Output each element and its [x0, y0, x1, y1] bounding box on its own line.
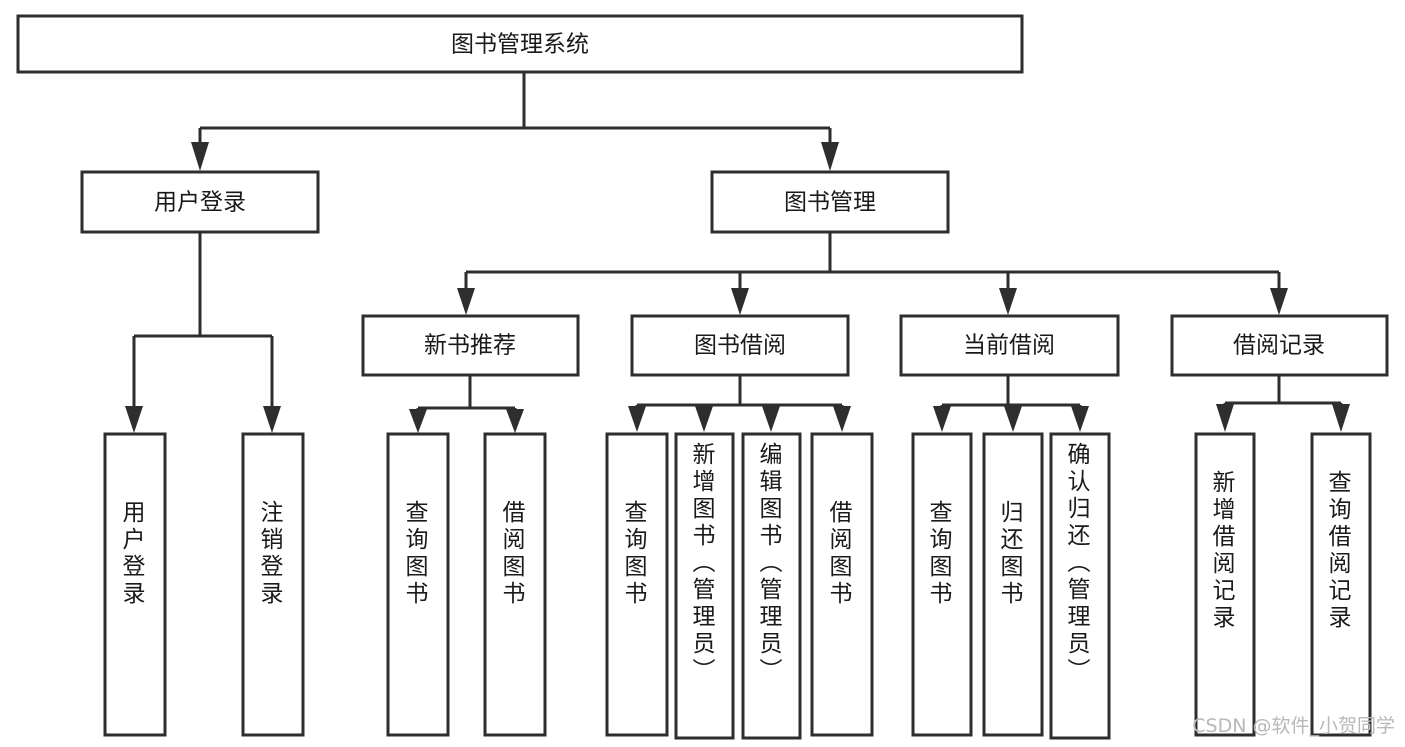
node-leaf-confirm-return-label: 确认归还︵管理员︶ — [1068, 442, 1091, 684]
arrow-head-book-borrow — [731, 288, 749, 315]
node-leaf-confirm-return-box[interactable] — [1049, 432, 1111, 740]
node-root[interactable]: 图书管理系统 — [16, 14, 1024, 74]
arrow-head-leaf-query-book-cur — [933, 406, 951, 432]
arrow-head-leaf-add-book — [695, 406, 713, 432]
node-leaf-query-book-borrow-box[interactable] — [605, 432, 669, 737]
node-leaf-user-logout[interactable]: 注销登录 — [241, 432, 305, 737]
node-borrow-record-label: 借阅记录 — [1233, 333, 1325, 359]
arrow-head-leaf-return-book — [1004, 406, 1022, 432]
node-leaf-user-login-label: 用户登录 — [123, 500, 146, 607]
node-book-manage[interactable]: 图书管理 — [710, 170, 950, 234]
arrow-head-leaf-query-book-borrow — [628, 406, 646, 432]
node-borrow-record[interactable]: 借阅记录 — [1170, 314, 1389, 377]
node-leaf-query-record[interactable]: 查询借阅记录 — [1310, 432, 1372, 737]
node-borrow-record-box[interactable] — [1170, 314, 1389, 377]
node-current-borrow-label: 当前借阅 — [963, 333, 1055, 359]
node-leaf-user-login-box[interactable] — [103, 432, 167, 737]
node-leaf-borrow-book-rec-label: 借阅图书 — [503, 500, 526, 607]
node-user-login-label: 用户登录 — [154, 190, 246, 216]
node-leaf-query-record-box[interactable] — [1310, 432, 1372, 737]
node-leaf-borrow-book-rec[interactable]: 借阅图书 — [483, 432, 547, 737]
node-leaf-query-record-label: 查询借阅记录 — [1329, 470, 1352, 631]
node-leaf-add-book-box[interactable] — [674, 432, 735, 740]
node-leaf-edit-book[interactable]: 编辑图书︵管理员︶ — [741, 432, 802, 740]
csdn-watermark: CSDN @软件_小贺同学 — [1192, 715, 1395, 737]
node-new-book-rec-label: 新书推荐 — [424, 333, 516, 359]
arrow-head-leaf-borrow-book — [833, 406, 851, 432]
node-root-box[interactable] — [16, 14, 1024, 74]
node-leaf-borrow-book-rec-box[interactable] — [483, 432, 547, 737]
node-leaf-user-login[interactable]: 用户登录 — [103, 432, 167, 737]
node-leaf-return-book-box[interactable] — [982, 432, 1044, 737]
arrow-head-leaf-query-book-rec — [409, 409, 427, 433]
node-book-borrow-box[interactable] — [630, 314, 850, 377]
connector-layer — [125, 72, 1350, 433]
arrow-head-new-book-rec — [457, 288, 475, 315]
node-leaf-borrow-book-label: 借阅图书 — [830, 500, 853, 607]
node-new-book-rec[interactable]: 新书推荐 — [361, 314, 580, 377]
node-leaf-query-book-cur[interactable]: 查询图书 — [911, 432, 973, 737]
arrow-head-book-manage — [821, 142, 839, 171]
node-book-manage-box[interactable] — [710, 170, 950, 234]
node-leaf-query-book-borrow-label: 查询图书 — [625, 500, 648, 607]
node-leaf-return-book-label: 归还图书 — [1001, 500, 1024, 607]
arrow-head-leaf-user-login — [125, 406, 143, 433]
node-leaf-add-record-box[interactable] — [1194, 432, 1256, 737]
node-current-borrow[interactable]: 当前借阅 — [899, 314, 1120, 377]
node-leaf-add-record-label: 新增借阅记录 — [1213, 470, 1236, 631]
node-root-label: 图书管理系统 — [451, 32, 589, 58]
node-book-manage-label: 图书管理 — [784, 190, 876, 216]
node-leaf-borrow-book[interactable]: 借阅图书 — [810, 432, 874, 737]
node-book-borrow-label: 图书借阅 — [694, 333, 786, 359]
node-leaf-query-book-rec-box[interactable] — [386, 432, 450, 737]
node-leaf-user-logout-label: 注销登录 — [261, 500, 284, 607]
node-leaf-edit-book-label: 编辑图书︵管理员︶ — [760, 442, 783, 684]
arrow-head-leaf-edit-book — [762, 406, 780, 432]
node-leaf-confirm-return[interactable]: 确认归还︵管理员︶ — [1049, 432, 1111, 740]
node-leaf-query-book-borrow[interactable]: 查询图书 — [605, 432, 669, 737]
node-leaf-query-book-cur-label: 查询图书 — [930, 500, 953, 607]
node-leaf-query-book-rec-label: 查询图书 — [406, 500, 429, 607]
node-current-borrow-box[interactable] — [899, 314, 1120, 377]
node-leaf-add-book[interactable]: 新增图书︵管理员︶ — [674, 432, 735, 740]
arrow-head-current-borrow — [999, 288, 1017, 315]
arrow-head-borrow-record — [1270, 288, 1288, 315]
arrow-head-leaf-borrow-book-rec — [506, 409, 524, 433]
node-new-book-rec-box[interactable] — [361, 314, 580, 377]
arrow-head-user-login — [191, 142, 209, 171]
node-user-login-box[interactable] — [80, 170, 320, 234]
node-user-login[interactable]: 用户登录 — [80, 170, 320, 234]
node-leaf-query-book-rec[interactable]: 查询图书 — [386, 432, 450, 737]
node-leaf-add-record[interactable]: 新增借阅记录 — [1194, 432, 1256, 737]
node-leaf-edit-book-box[interactable] — [741, 432, 802, 740]
node-leaf-borrow-book-box[interactable] — [810, 432, 874, 737]
node-book-borrow[interactable]: 图书借阅 — [630, 314, 850, 377]
arrow-head-leaf-add-record — [1216, 404, 1234, 432]
node-leaf-user-logout-box[interactable] — [241, 432, 305, 737]
arrow-head-leaf-confirm-return — [1071, 406, 1089, 432]
arrow-head-leaf-user-logout — [263, 406, 281, 433]
node-leaf-query-book-cur-box[interactable] — [911, 432, 973, 737]
node-leaf-return-book[interactable]: 归还图书 — [982, 432, 1044, 737]
arrow-head-leaf-query-record — [1332, 404, 1350, 432]
node-leaf-add-book-label: 新增图书︵管理员︶ — [693, 442, 716, 684]
